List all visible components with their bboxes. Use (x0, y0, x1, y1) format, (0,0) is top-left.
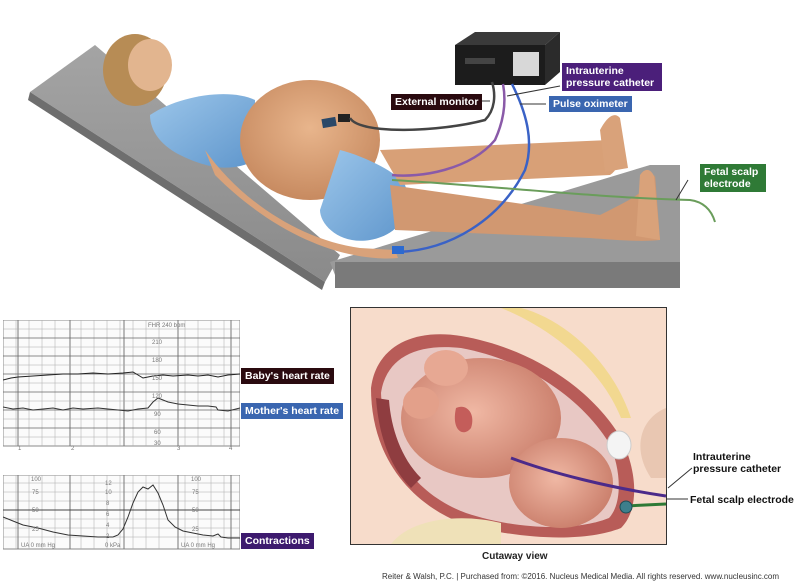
patient-illustration-art (28, 32, 716, 290)
footer-credit: Reiter & Walsh, P.C. | Purchased from: ©… (382, 572, 780, 581)
label-pulse-oximeter: Pulse oximeter (549, 96, 632, 112)
ua-left-tick-25: 25 (32, 527, 39, 533)
ua-mid-tick-4: 4 (106, 523, 110, 529)
label-intrauterine-catheter-line2: pressure catheter (566, 77, 655, 89)
fhr-title: FHR 240 bpm (148, 323, 185, 329)
fhr-chart: FHR 240 bpm 210 180 150 120 90 60 30 (3, 320, 240, 448)
cutaway-caption: Cutaway view (482, 551, 548, 562)
label-intrauterine-catheter-line1: Intrauterine (566, 65, 624, 77)
fhr-xtick-1: 1 (18, 446, 22, 452)
ua-mid-tick-2: 2 (106, 534, 110, 540)
label-fetal-scalp-line2: electrode (704, 178, 751, 190)
cutaway-label-electrode: Fetal scalp electrode (690, 494, 794, 506)
label-fetal-scalp-line1: Fetal scalp (704, 166, 759, 178)
fhr-xtick-2: 2 (71, 446, 75, 452)
contractions-chart: 100 75 50 25 12 10 8 6 4 2 100 75 50 25 … (3, 475, 240, 550)
label-intrauterine-catheter: Intrauterine pressure catheter (562, 63, 662, 91)
legend-babys-heart-rate: Baby's heart rate (241, 368, 334, 384)
ua-left-tick-100: 100 (31, 477, 42, 483)
fhr-tick-120: 120 (152, 394, 163, 400)
cutaway-label-catheter-line2: pressure catheter (693, 463, 782, 475)
cutaway-art (351, 308, 666, 544)
ua-mid-tick-8: 8 (106, 501, 110, 507)
cutaway-illustration (350, 307, 667, 545)
fhr-xtick-3: 3 (177, 446, 181, 452)
ua-mid-tick-10: 10 (105, 490, 112, 496)
fhr-xaxis: 1 2 3 4 (3, 446, 240, 456)
fhr-tick-210: 210 (152, 340, 163, 346)
ua-left-tick-75: 75 (32, 490, 39, 496)
cutaway-label-catheter-line1: Intrauterine (693, 451, 751, 463)
label-fetal-scalp-electrode: Fetal scalp electrode (700, 164, 766, 192)
fhr-chart-grid: FHR 240 bpm 210 180 150 120 90 60 30 (3, 320, 240, 447)
label-external-monitor: External monitor (391, 94, 483, 110)
fhr-tick-60: 60 (154, 430, 161, 436)
ua-mid-tick-12: 12 (105, 481, 112, 487)
fhr-tick-30: 30 (154, 441, 161, 447)
ua-right-tick-25: 25 (192, 527, 199, 533)
legend-mothers-heart-rate: Mother's heart rate (241, 403, 344, 419)
ua-right-tick-100: 100 (191, 477, 202, 483)
fhr-tick-180: 180 (152, 358, 163, 364)
legend-contractions: Contractions (241, 533, 314, 549)
fhr-tick-150: 150 (152, 376, 163, 382)
ua-right-tick-75: 75 (192, 490, 199, 496)
ua-axis-mid: 0 kPa (105, 543, 121, 549)
ua-right-tick-50: 50 (192, 508, 199, 514)
contractions-chart-grid: 100 75 50 25 12 10 8 6 4 2 100 75 50 25 … (3, 475, 240, 550)
fhr-tick-90: 90 (154, 412, 161, 418)
ua-left-tick-50: 50 (32, 508, 39, 514)
ua-axis-left: UA 0 mm Hg (21, 543, 55, 549)
fhr-xtick-4: 4 (229, 446, 233, 452)
ua-mid-tick-6: 6 (106, 512, 110, 518)
cutaway-label-catheter: Intrauterine pressure catheter (693, 451, 781, 475)
patient-illustration (28, 32, 716, 290)
ua-axis-right: UA 0 mm Hg (181, 543, 215, 549)
